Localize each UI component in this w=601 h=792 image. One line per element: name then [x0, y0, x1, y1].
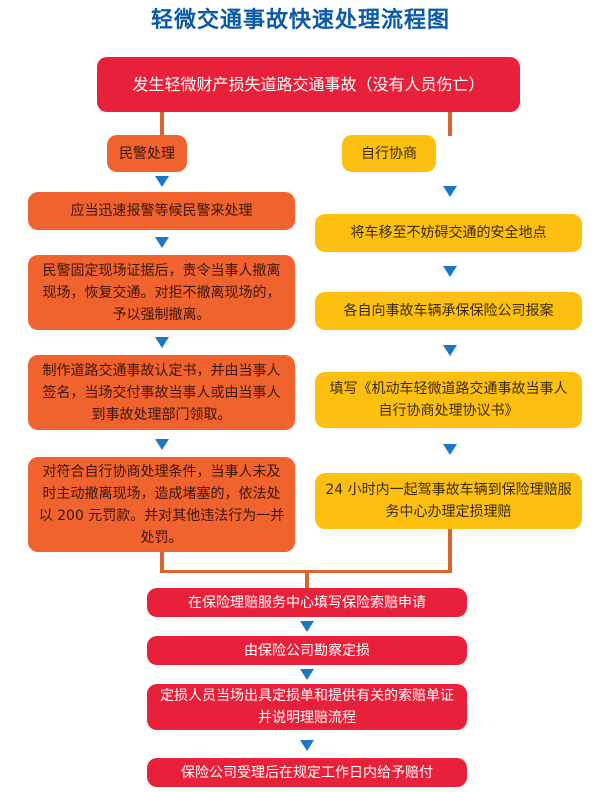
police-step-3: 制作道路交通事故认定书，并由当事人签名，当场交付事故当事人或由当事人到事故处理部…	[28, 355, 295, 430]
arrow-down-icon	[155, 439, 169, 450]
arrow-down-icon	[443, 266, 457, 277]
self-step-3: 填写《机动车轻微道路交通事故当事人自行协商处理协议书》	[315, 372, 582, 428]
self-step-4: 24 小时内一起驾事故车辆到保险理赔服务中心办理定损理赔	[315, 473, 582, 529]
branch-self-negotiation: 自行协商	[342, 135, 436, 172]
arrow-down-icon	[443, 444, 457, 455]
arrow-down-icon	[155, 237, 169, 248]
connector	[448, 529, 452, 573]
arrow-down-icon	[155, 176, 169, 187]
arrow-down-icon	[300, 669, 314, 680]
connector	[305, 570, 309, 588]
connector	[448, 110, 452, 136]
connector	[160, 110, 164, 136]
police-step-4: 对符合自行协商处理条件，当事人未及时主动撤离现场，造成堵塞的，依法处以 200 …	[28, 457, 295, 552]
arrow-down-icon	[155, 337, 169, 348]
connector	[160, 552, 164, 573]
final-step-2: 由保险公司勘察定损	[147, 636, 467, 665]
self-step-1: 将车移至不妨碍交通的安全地点	[315, 214, 582, 252]
arrow-down-icon	[300, 621, 314, 632]
final-step-4: 保险公司受理后在规定工作日内给予赔付	[147, 758, 467, 787]
self-step-2: 各自向事故车辆承保保险公司报案	[315, 292, 582, 330]
police-step-1: 应当迅速报警等候民警来处理	[28, 192, 295, 230]
branch-police: 民警处理	[107, 135, 187, 172]
arrow-down-icon	[443, 345, 457, 356]
arrow-down-icon	[443, 186, 457, 197]
start-box: 发生轻微财产损失道路交通事故（没有人员伤亡）	[97, 57, 520, 112]
chart-title: 轻微交通事故快速处理流程图	[150, 8, 450, 33]
final-step-1: 在保险理赔服务中心填写保险索赔申请	[147, 588, 467, 617]
arrow-down-icon	[300, 740, 314, 751]
police-step-2: 民警固定现场证据后，责令当事人撤离现场，恢复交通。对拒不撤离现场的，予以强制撤离…	[28, 255, 295, 330]
final-step-3: 定损人员当场出具定损单和提供有关的索赔单证并说明理赔流程	[147, 684, 467, 730]
